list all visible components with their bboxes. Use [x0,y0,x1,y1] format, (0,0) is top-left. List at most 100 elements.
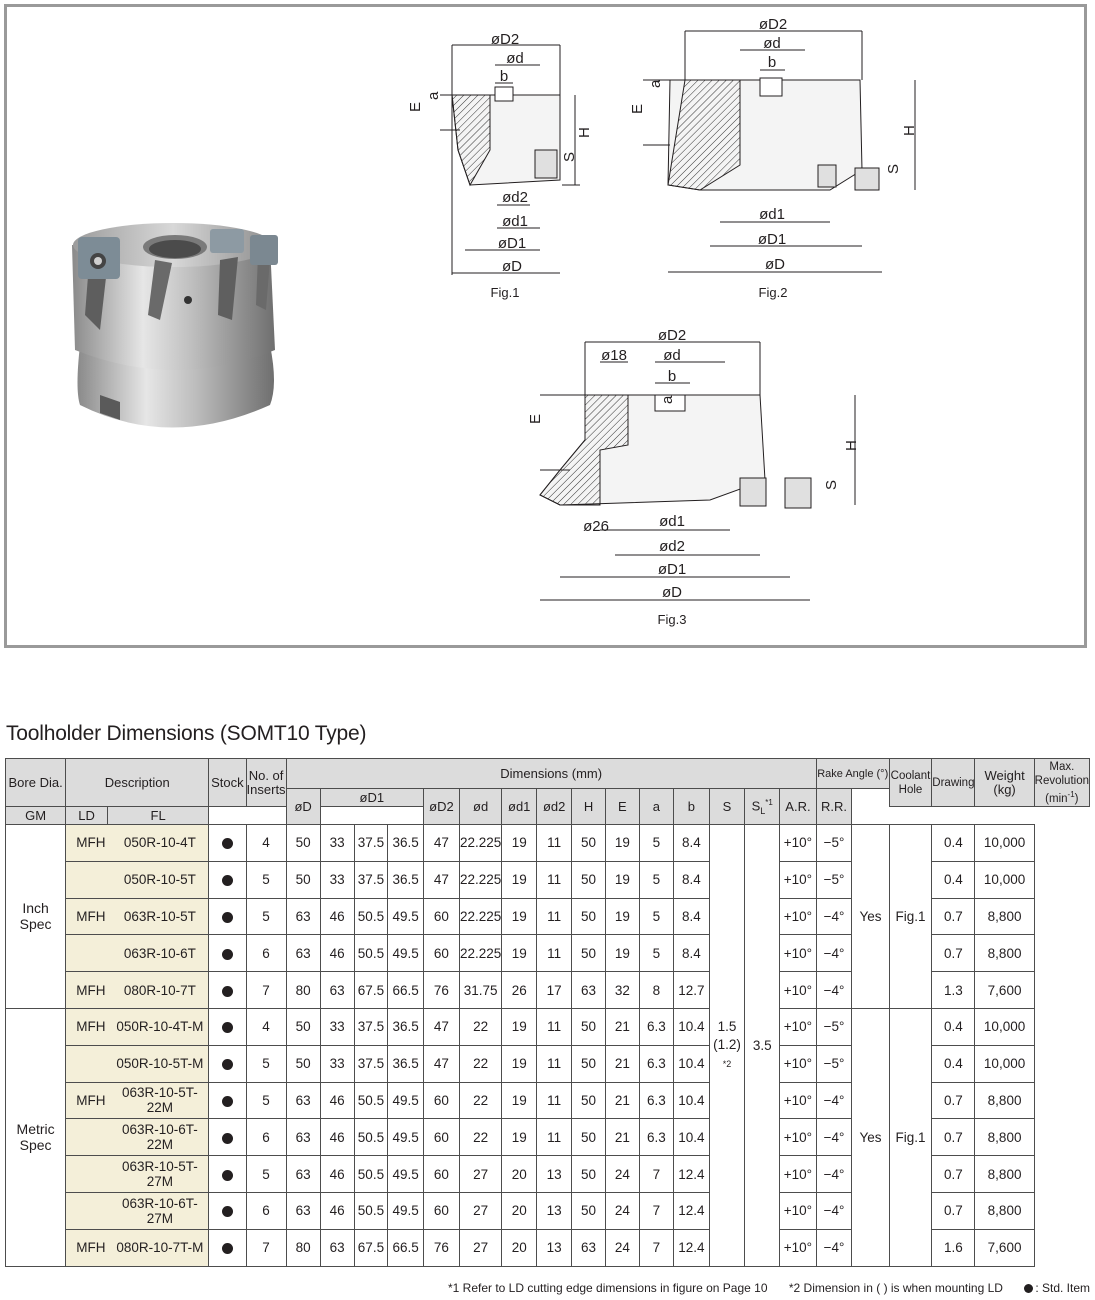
header-od1: ød1 [501,788,538,825]
dim-D2-cell: 47 [422,824,460,862]
dim-b-cell: 12.7 [673,971,710,1009]
dim-D-cell: 63 [285,1155,321,1193]
rr-cell: −5° [815,1044,853,1083]
dim-D-cell: 63 [285,1118,321,1157]
bore-dia-cell: Inch Spec [4,824,67,1009]
dim-E-cell: 19 [604,897,640,936]
dim-FL-cell: 49.5 [387,1155,424,1193]
fig3-dim-18: ø18 [601,347,627,364]
fig3-dim-d: ød [663,347,681,364]
description-code: 050R-10-4T [107,824,210,862]
description-prefix [65,1118,108,1157]
fig1-dim-D: øD [502,258,522,275]
dim-D2-cell: 47 [422,1007,460,1046]
fig3-dim-D1: øD1 [658,561,686,578]
max-revolution-cell: 8,800 [974,934,1035,973]
dim-a-cell: 7 [638,1155,675,1193]
coolant-cell: Yes [851,824,890,1009]
dim-H-cell: 63 [571,971,606,1009]
description-prefix [65,1044,108,1083]
dim-D-cell: 80 [285,1228,321,1267]
stock-dot-icon [221,875,233,887]
dim-d2-cell: 11 [536,1044,573,1083]
fig3-drawing [539,341,856,601]
ar-cell: +10° [779,1044,817,1083]
rr-cell: −4° [815,1155,853,1193]
dim-b-cell: 8.4 [673,897,710,936]
dim-LD-cell: 37.5 [353,1044,389,1083]
description-prefix: MFH [65,824,108,862]
dim-LD-cell: 67.5 [353,1228,389,1267]
fig2-dim-E: E [629,104,646,114]
dim-D2-cell: 60 [422,1191,460,1230]
ar-cell: +10° [779,1228,817,1267]
dim-d2-cell: 11 [536,860,573,899]
dim-LD-cell: 37.5 [353,824,389,862]
header-AR: A.R. [779,788,817,825]
dim-FL-cell: 36.5 [387,1007,424,1046]
dim-H-cell: 50 [571,1191,606,1230]
fig3-dim-H: H [843,440,860,451]
stock-cell [208,1044,247,1083]
dim-D2-cell: 60 [422,934,460,973]
dim-d2-cell: 11 [536,897,573,936]
fig2-dim-D1: øD1 [758,231,786,248]
dim-d-cell: 22.225 [458,934,503,973]
fig2-dim-S: S [885,164,902,174]
stock-cell [208,1081,247,1120]
inserts-cell: 5 [245,897,287,936]
coolant-cell: Yes [851,1007,890,1267]
dim-H-cell: 50 [571,934,606,973]
description-prefix: MFH [65,1007,108,1046]
header-drawing: Drawing [931,758,976,807]
header-stock: Stock [208,758,247,807]
header-GM: GM [4,806,67,825]
dim-d2-cell: 11 [536,824,573,862]
dim-E-cell: 21 [604,1044,640,1083]
dim-d-cell: 22.225 [458,860,503,899]
header-od2: ød2 [536,788,573,825]
max-revolution-cell: 8,800 [974,1191,1035,1230]
stock-dot-icon [221,1206,233,1218]
fig1-dim-b: b [500,68,508,85]
weight-cell: 0.7 [931,934,976,973]
dim-b-cell: 12.4 [673,1191,710,1230]
header-od: ød [458,788,503,825]
dim-d2-cell: 11 [536,1081,573,1120]
description-code: 080R-10-7T [107,971,210,1009]
header-RR: R.R. [815,788,853,825]
dim-a-cell: 6.3 [638,1007,675,1046]
dim-b-cell: 8.4 [673,934,710,973]
dim-a-cell: 8 [638,971,675,1009]
ar-cell: +10° [779,971,817,1009]
dim-D2-cell: 76 [422,1228,460,1267]
header-oD1: øD1 [319,788,424,807]
fig1-dim-D2: øD2 [491,31,519,48]
dim-D2-cell: 47 [422,860,460,899]
fig1-dim-d: ød [506,50,524,67]
header-a: a [638,788,675,825]
rr-cell: −4° [815,1081,853,1120]
inserts-cell: 5 [245,1081,287,1120]
dim-a-cell: 7 [638,1191,675,1230]
dim-H-cell: 50 [571,1044,606,1083]
fig3-dim-b: b [668,368,676,385]
header-dimensions: Dimensions (mm) [285,758,817,789]
fig3-dim-d1: ød1 [659,513,685,530]
description-prefix: MFH [65,1228,108,1267]
dim-LD-cell: 50.5 [353,1118,389,1157]
max-revolution-cell: 8,800 [974,1118,1035,1157]
dim-d1-cell: 19 [501,1007,538,1046]
dim-d1-cell: 19 [501,860,538,899]
max-revolution-cell: 10,000 [974,860,1035,899]
header-SL: SL*1 [744,788,781,825]
dim-d2-cell: 13 [536,1191,573,1230]
dim-a-cell: 5 [638,860,675,899]
ar-cell: +10° [779,1118,817,1157]
dim-LD-cell: 50.5 [353,897,389,936]
dim-D-cell: 63 [285,1081,321,1120]
dim-d-cell: 31.75 [458,971,503,1009]
